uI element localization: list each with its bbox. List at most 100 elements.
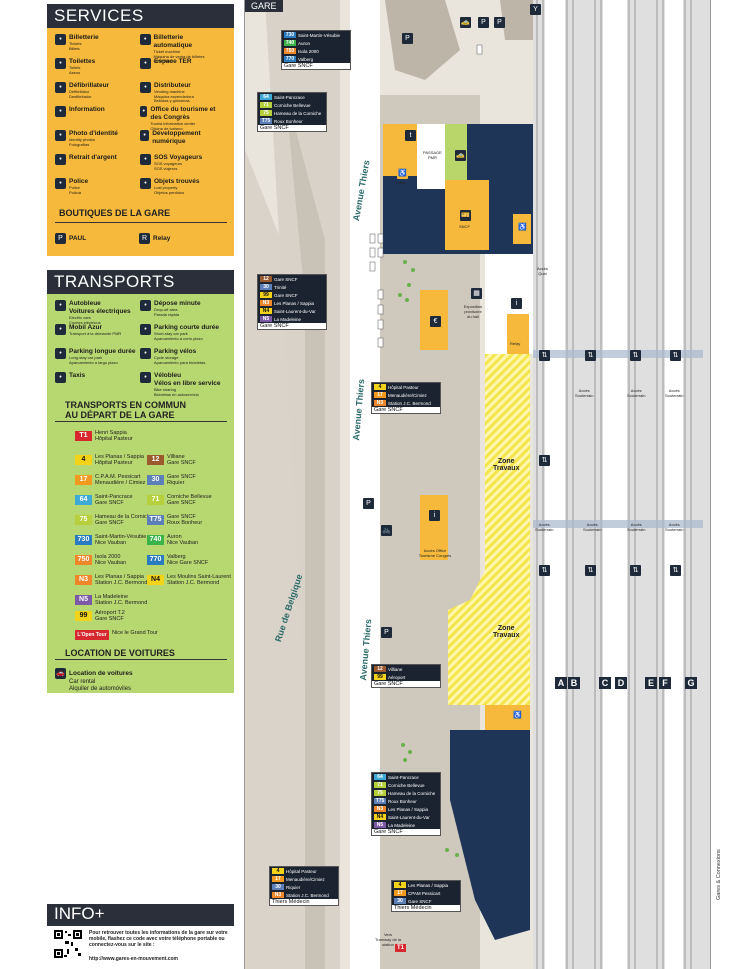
stairs-icon[interactable]: ⇅ [539, 565, 550, 576]
line-badge: 12 [147, 455, 164, 465]
toilets-icon[interactable]: ♿ [397, 168, 408, 179]
line-badge: 17 [272, 876, 284, 882]
stairs-icon[interactable]: ⇅ [539, 350, 550, 361]
line-badge: 71 [147, 495, 164, 505]
parking-icon[interactable]: P [478, 17, 489, 28]
parking-icon[interactable]: P [381, 627, 392, 638]
transport-name: Mobil Azur [69, 324, 102, 331]
line-destination: Menaudière/Cimiez [286, 876, 325, 882]
ticket-icon: • [55, 34, 66, 45]
underground-access-label: Accès Souterrain [627, 522, 646, 532]
line-badge: 12 [374, 666, 386, 672]
transport-name: Parking courte durée [154, 324, 220, 331]
line-badge: N5 [75, 595, 92, 605]
line-destination: Hameau de la Corniche Gare SNCF [95, 514, 153, 526]
sos-icon: • [140, 154, 151, 165]
stairs-icon[interactable]: ⇅ [670, 565, 681, 576]
ticket-machine-icon[interactable]: ▦ [471, 288, 482, 299]
line-badge: 99 [374, 674, 386, 680]
line-destination: La Madeleine [388, 822, 416, 828]
service-item: •Information [55, 106, 137, 117]
information-icon[interactable]: i [429, 510, 440, 521]
line-destination: Isola 2000 [298, 48, 319, 54]
information-icon[interactable]: i [511, 298, 522, 309]
mobil-azur-icon: • [55, 324, 66, 335]
y-exit-icon[interactable]: Y [530, 4, 541, 15]
parking-icon[interactable]: P [363, 498, 374, 509]
car-rental-icon: 🚗 [55, 668, 66, 679]
line-badge: 99 [260, 292, 272, 298]
stairs-icon[interactable]: ⇅ [630, 350, 641, 361]
stairs-icon[interactable]: ⇅ [630, 565, 641, 576]
stop-caption: Gare SNCF [258, 323, 326, 329]
line-badge: 17 [394, 890, 406, 896]
toilets-icon[interactable]: ♿ [512, 710, 523, 721]
stairs-icon[interactable]: ⇅ [585, 565, 596, 576]
transport-name: Taxis [69, 372, 86, 379]
stairs-icon[interactable]: ⇅ [585, 350, 596, 361]
car-rental-label: Location de voitures [69, 670, 133, 678]
line-destination: Corniche Bellevue Gare SNCF [167, 494, 212, 506]
line-destination: Aéroport [388, 674, 406, 680]
atm-icon[interactable]: € [430, 316, 441, 327]
service-sub: Police Policía [69, 185, 82, 195]
lost-property-icon: • [140, 178, 151, 189]
line-badge: 740 [147, 535, 164, 545]
ticket-icon[interactable]: 🎫 [460, 210, 471, 221]
photo-booth-icon: • [55, 130, 66, 141]
track-label-g: G [685, 677, 697, 689]
side-credit: Gares & Connexions [716, 849, 722, 900]
transport-sub: Electric cars Coches eléctricos [69, 315, 101, 325]
line-badge: 17 [374, 392, 386, 398]
transport-item: •Taxis [55, 372, 137, 383]
taxi-icon[interactable]: 🚕 [455, 150, 466, 161]
bike-parking-icon[interactable]: P [494, 17, 505, 28]
line-destination: Gare SNCF Roux Bonheur [167, 514, 203, 526]
service-sub: Vending machine Máquina expendedora Bebi… [154, 89, 194, 103]
tourism-access-label: Accès Office Tourisme Congrès [418, 548, 452, 558]
info-url[interactable]: http://www.gares-en-mouvement.com [89, 956, 178, 962]
line-destination: C.P.A.M. Pessicart Menaudière / Cimiez [95, 474, 146, 486]
line-badge: 750 [75, 555, 92, 565]
line-destination: Trinité [274, 284, 287, 290]
stairs-icon[interactable]: ⇅ [670, 350, 681, 361]
quay-access-label: Accès Quai [537, 266, 548, 276]
drop-off-icon: • [140, 300, 151, 311]
stairs-icon[interactable]: ⇅ [539, 455, 550, 466]
ter-icon[interactable]: t [405, 130, 416, 141]
line-badge: 64 [260, 94, 272, 100]
toilets-icon[interactable]: ♿ [517, 222, 528, 233]
parking-icon[interactable]: P [402, 33, 413, 44]
underground-access-label: Accès Souterrain [627, 388, 646, 398]
info-title: INFO+ [54, 904, 105, 923]
service-item: •Espace TER [140, 58, 222, 69]
bike-share-icon[interactable]: 🚲 [381, 525, 392, 536]
transport-sub: Transport à la demande PMR [69, 331, 122, 336]
underground-access-label: Accès Souterrain [535, 522, 554, 532]
qr-code-icon[interactable] [53, 929, 83, 959]
service-item: •Retrait d'argent [55, 154, 137, 165]
taxi-icon: • [55, 372, 66, 383]
taxi-icon[interactable]: 🚕 [460, 17, 471, 28]
